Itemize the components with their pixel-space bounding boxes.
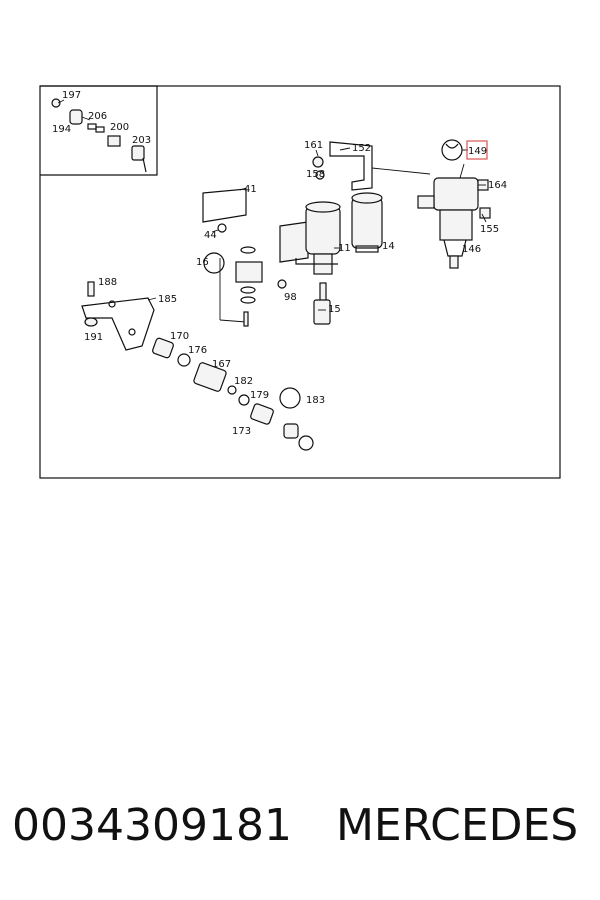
fitting-chain (152, 337, 314, 451)
callout-179: 179 (250, 390, 269, 401)
inset-parts (51, 98, 147, 173)
callout-194: 194 (52, 124, 71, 135)
callout-173: 173 (232, 426, 251, 437)
callout-149: 149 (468, 146, 487, 157)
callout-161: 161 (304, 140, 323, 151)
callout-152: 152 (352, 143, 371, 154)
part-15 (313, 282, 331, 325)
leader-lines (57, 99, 487, 311)
callout-200: 200 (110, 122, 129, 133)
callout-183: 183 (306, 395, 325, 406)
callout-16: 16 (196, 257, 209, 268)
callout-155: 155 (480, 224, 499, 235)
callout-206: 206 (88, 111, 107, 122)
diagram-frame (39, 85, 561, 479)
callout-146: 146 (462, 244, 481, 255)
highlight-box-149 (466, 140, 488, 160)
parts-diagram: 197 206 194 200 203 161 152 158 149 164 … (39, 85, 561, 479)
caption: 0034309181 MERCEDES (12, 800, 592, 860)
callout-41: 41 (244, 184, 257, 195)
callout-14: 14 (382, 241, 395, 252)
valve-assembly (417, 139, 491, 269)
filter-14 (351, 192, 383, 253)
bracket-set-16 (203, 246, 287, 327)
callout-98: 98 (284, 292, 297, 303)
callout-203: 203 (132, 135, 151, 146)
callout-185: 185 (158, 294, 177, 305)
callout-191: 191 (84, 332, 103, 343)
solenoid-11 (279, 201, 341, 275)
callout-158: 158 (306, 169, 325, 180)
callout-182: 182 (234, 376, 253, 387)
callout-164: 164 (488, 180, 507, 191)
callout-176: 176 (188, 345, 207, 356)
callout-197: 197 (62, 90, 81, 101)
brand-name: MERCEDES (335, 800, 579, 851)
plate-41 (202, 188, 247, 223)
callout-188: 188 (98, 277, 117, 288)
callout-44: 44 (204, 230, 217, 241)
inset-frame (40, 85, 158, 176)
part-number: 0034309181 (12, 800, 292, 851)
callout-167: 167 (212, 359, 231, 370)
callout-170: 170 (170, 331, 189, 342)
bracket-152 (329, 141, 373, 191)
callout-11: 11 (338, 243, 351, 254)
callout-15: 15 (328, 304, 341, 315)
